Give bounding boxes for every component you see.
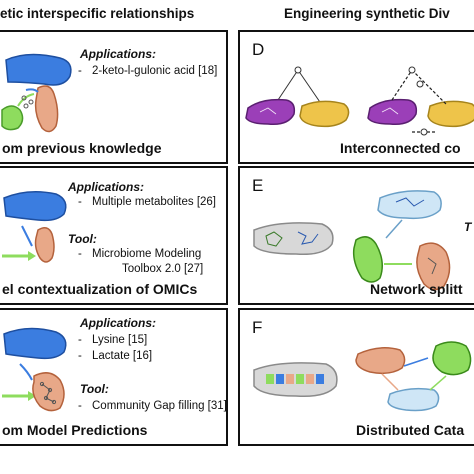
panel-b-tool-item-cont: Toolbox 2.0 [27] [122, 263, 204, 275]
transfer-arrow-3 [429, 375, 447, 391]
interaction-node [294, 66, 302, 74]
panel-c: Applications: -Lysine [15] -Lactate [16]… [0, 308, 228, 446]
panel-d-caption: Interconnected co [340, 140, 461, 156]
panel-e: E T Network splitt [238, 166, 474, 305]
grey-cell [253, 222, 334, 256]
green-cell [352, 236, 383, 283]
panel-a-applications-label: Applications: [80, 47, 157, 61]
interaction-node [408, 66, 416, 74]
green-arrow-head [28, 251, 36, 261]
light-blue-cell [387, 387, 440, 412]
salmon-cell [34, 227, 55, 263]
panel-c-applications-label: Applications: [80, 316, 157, 330]
pathway-genes [266, 374, 324, 384]
panel-c-tool-item: -Community Gap filling [31] [78, 400, 227, 412]
panel-c-tool-label: Tool: [80, 382, 109, 396]
panel-f-illustration [253, 341, 472, 412]
panel-e-letter: E [252, 176, 264, 195]
grey-cell [253, 362, 338, 398]
salmon-cell [416, 242, 451, 291]
panel-a-application-item: -2-keto-l-gulonic acid [18] [78, 65, 218, 77]
blue-cell [3, 191, 67, 222]
green-cell [1, 105, 24, 131]
interaction-node [420, 128, 428, 136]
panel-e-caption: Network splitt [370, 281, 463, 297]
panel-c-application-item-1: -Lysine [15] [78, 334, 148, 346]
panel-b: Applications: -Multiple metabolites [26]… [0, 166, 228, 305]
light-blue-cell [377, 190, 442, 220]
panel-d: D Interconnected co [238, 30, 474, 164]
panel-a: Applications: -2-keto-l-gulonic acid [18… [0, 30, 228, 164]
exchange-arrow [19, 363, 33, 381]
cell-network [39, 381, 57, 405]
panel-b-application-item: -Multiple metabolites [26] [78, 196, 217, 208]
panel-b-caption: el contextualization of OMICs [2, 281, 198, 297]
panel-c-application-item-2: -Lactate [16] [78, 350, 153, 362]
metabolite-dots [21, 95, 34, 109]
panel-d-letter: D [252, 40, 265, 59]
left-column-title: etic interspecific relationships [0, 6, 195, 21]
exchange-arrow [21, 225, 33, 247]
panel-b-tool-label: Tool: [68, 232, 97, 246]
exchange-arrow-2 [25, 88, 39, 93]
panel-f-letter: F [252, 318, 263, 337]
panel-d-illustration [245, 66, 474, 136]
transfer-arrow-2 [381, 373, 399, 391]
green-network [265, 231, 283, 247]
green-arrow-head [28, 391, 36, 401]
interaction-node [416, 80, 424, 88]
panel-f-caption: Distributed Cata [356, 422, 465, 438]
panel-b-tool-item: -Microbiome Modeling [78, 248, 202, 260]
exchange-arrow-1 [17, 93, 35, 107]
panel-a-illustration [1, 53, 72, 133]
blue-cell [3, 327, 67, 360]
panel-f: F Distributed Cata [238, 308, 474, 446]
yellow-cell [427, 100, 474, 128]
transfer-arrow-1 [403, 357, 429, 367]
yellow-cell [299, 100, 350, 128]
purple-cell [245, 98, 296, 126]
salmon-cell [34, 85, 59, 133]
blue-arrow [385, 219, 403, 239]
panel-e-illustration [253, 190, 451, 291]
purple-cell [367, 98, 418, 126]
right-column-title: Engineering synthetic Div [284, 6, 450, 21]
blue-cell [5, 53, 72, 86]
salmon-cell [32, 372, 65, 412]
panel-c-illustration [2, 327, 67, 412]
green-cell [432, 341, 472, 376]
blue-network [297, 231, 319, 245]
panel-b-applications-label: Applications: [68, 180, 145, 194]
panel-c-caption: om Model Predictions [2, 422, 148, 438]
panel-b-illustration [2, 191, 67, 263]
panel-a-caption: om previous knowledge [2, 140, 162, 156]
salmon-cell [355, 347, 406, 375]
panel-e-side-label: T [464, 220, 472, 234]
